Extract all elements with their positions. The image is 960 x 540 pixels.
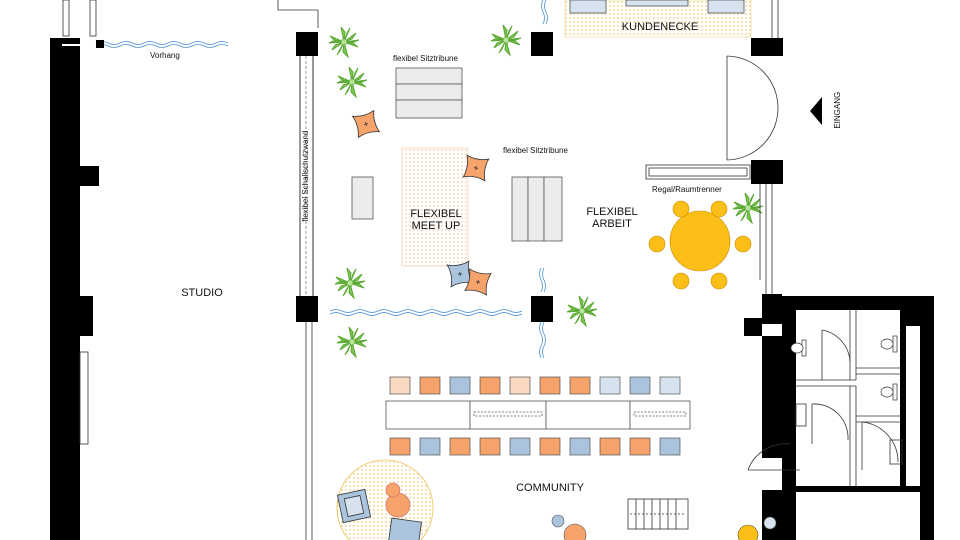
chair — [629, 437, 651, 456]
top-wall-segment — [277, 0, 319, 28]
left-window — [62, 0, 97, 445]
chair — [539, 437, 561, 456]
studio-label: STUDIO — [181, 287, 223, 299]
chair — [509, 437, 531, 456]
entrance-arrow-icon — [810, 97, 822, 125]
left-wall — [50, 38, 99, 540]
chair — [419, 376, 441, 395]
lounge-chair-icon — [336, 488, 422, 540]
community-label: COMMUNITY — [516, 482, 584, 494]
community-table — [385, 400, 691, 430]
lounge-area — [336, 459, 434, 540]
meetup-label: FLEXIBEL MEET UP — [410, 208, 462, 232]
chair — [599, 376, 621, 395]
stools — [551, 514, 777, 540]
door-swing-icon — [726, 55, 779, 161]
seating-tribune-label-top: flexibel Sitztribune — [393, 54, 458, 63]
curtain-rail-end — [96, 40, 104, 48]
chair — [479, 376, 501, 395]
chair — [389, 376, 411, 395]
right-wall — [744, 0, 783, 336]
shelf — [645, 164, 751, 180]
toilet-block — [747, 296, 934, 540]
chair — [539, 376, 561, 395]
community-chairs-bottom — [389, 437, 681, 456]
chair — [569, 437, 591, 456]
round-table-icon — [648, 200, 752, 290]
seating-tribune-mid — [511, 176, 563, 242]
chair — [509, 376, 531, 395]
work-area-label: FLEXIBEL ARBEIT — [586, 206, 638, 230]
seating-tribune-label-mid: flexibel Sitztribune — [503, 146, 568, 155]
chair — [599, 437, 621, 456]
chair — [449, 376, 471, 395]
partition-wall — [299, 56, 314, 540]
chair — [659, 437, 681, 456]
bench — [351, 176, 374, 220]
meetup-area — [401, 147, 469, 267]
entrance-label: EINGANG — [832, 91, 842, 129]
toilet-icon — [790, 335, 898, 401]
shelf-label: Regal/Raumtrenner — [652, 185, 722, 194]
community-chairs-top — [389, 376, 681, 395]
chair — [389, 437, 411, 456]
chair — [659, 376, 681, 395]
chair — [479, 437, 501, 456]
sound-wall-label: flexibel Schallschutzwand — [300, 130, 310, 222]
kundenecke-label: KUNDENECKE — [621, 21, 699, 33]
chair — [569, 376, 591, 395]
pillar — [296, 32, 553, 322]
seating-tribune-top — [395, 67, 463, 119]
chair — [629, 376, 651, 395]
lounge-sofa — [569, 0, 745, 14]
curtain — [95, 0, 548, 359]
chair — [449, 437, 471, 456]
foosball-table — [627, 498, 689, 530]
curtain-label: Vorhang — [150, 51, 180, 60]
chair — [419, 437, 441, 456]
